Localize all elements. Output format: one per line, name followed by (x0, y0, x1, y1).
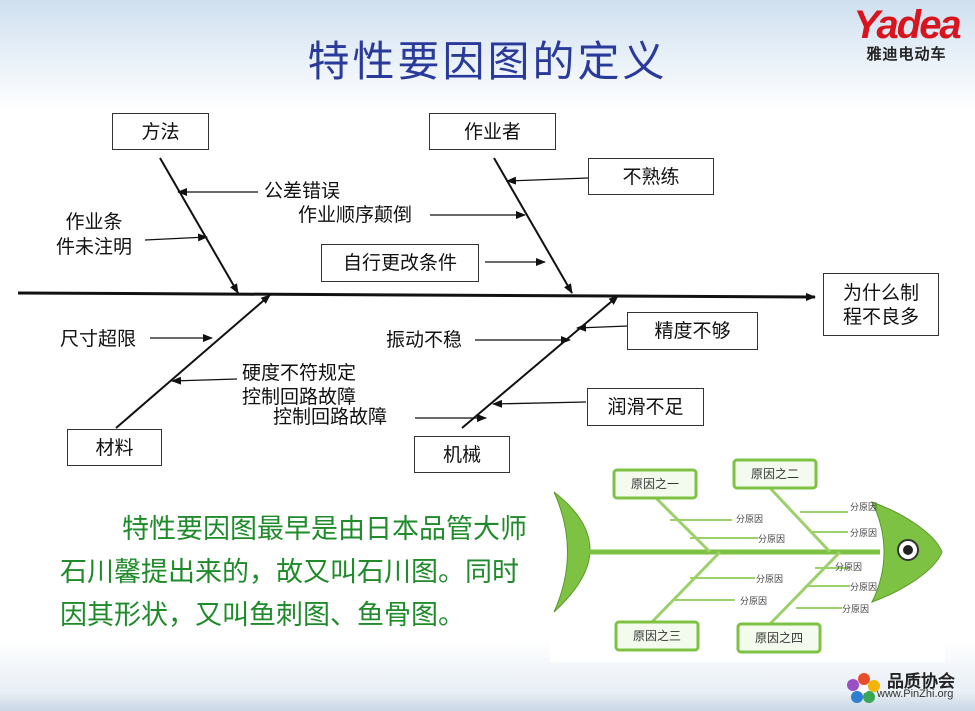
cause-self-change: 自行更改条件 (321, 244, 479, 282)
cause-work-sequence: 作业顺序颠倒 (298, 204, 413, 226)
arrow-lubrication (492, 399, 587, 408)
cause-control-loop-1: 控制回路故障 (242, 386, 357, 408)
cause-work-conditions: 作业条 件未注明 (56, 211, 133, 258)
fish-illustration: 分原因 分原因 分原因 分原因 分原因 分原因 分原因 分原因 分原因 原因之一… (550, 452, 945, 662)
fish-sub-3: 分原因 (850, 502, 877, 513)
fish-sub-1: 分原因 (736, 514, 763, 525)
fish-sub-9: 分原因 (842, 604, 869, 615)
category-operator: 作业者 (429, 113, 556, 150)
bone-material (115, 294, 271, 429)
bone-method (159, 157, 239, 294)
arrow-unskilled (506, 176, 589, 185)
fish-cause-1: 原因之一 (631, 477, 679, 491)
logo-brand: Yadea (853, 3, 961, 47)
arrow-precision (576, 323, 629, 332)
arrow-hardness (171, 376, 238, 385)
page-title: 特性要因图的定义 (307, 37, 668, 86)
pinzhi-logo: 品质协会 www.PinZhi.org (847, 667, 967, 707)
effect-box: 为什么制 程不良多 (823, 273, 939, 336)
cause-hardness: 硬度不符规定 (242, 362, 357, 384)
fish-sub-7: 分原因 (835, 562, 862, 573)
logo-subtitle: 雅迪电动车 (866, 45, 947, 63)
spine-line (17, 291, 816, 301)
fish-tail (553, 491, 591, 613)
arrow-conditions (144, 233, 208, 242)
cause-tolerance-error: 公差错误 (264, 180, 341, 202)
bone-machine (461, 295, 619, 429)
cause-unskilled: 不熟练 (588, 158, 714, 195)
footer-band (0, 689, 975, 711)
fish-sub-2: 分原因 (758, 534, 785, 545)
fish-cause-4: 原因之四 (755, 631, 803, 645)
cause-vibration: 振动不稳 (386, 329, 463, 351)
category-machine: 机械 (414, 436, 510, 473)
category-method: 方法 (112, 113, 209, 150)
cause-size-exceed: 尺寸超限 (60, 328, 137, 350)
fish-sub-8: 分原因 (850, 582, 877, 593)
fish-sub-5: 分原因 (756, 574, 783, 585)
fish-cause-2: 原因之二 (751, 467, 799, 481)
category-material: 材料 (67, 429, 162, 466)
fish-sub-6: 分原因 (740, 596, 767, 607)
description-text: 特性要因图最早是由日本品管大师石川馨提出来的，故又叫石川图。同时因其形状，又叫鱼… (60, 514, 527, 631)
flower-icon (847, 673, 880, 703)
fish-cause-3: 原因之三 (633, 629, 681, 643)
footer-url: www.PinZhi.org (877, 688, 954, 700)
yadea-logo: Yadea 雅迪电动车 (844, 4, 969, 62)
footer-name: 品质协会 (887, 672, 955, 692)
cause-control-loop-2: 控制回路故障 (273, 406, 388, 428)
cause-lubrication: 润滑不足 (587, 388, 704, 426)
bone-operator (493, 157, 573, 294)
cause-precision: 精度不够 (627, 312, 758, 350)
fish-sub-4: 分原因 (850, 528, 877, 539)
